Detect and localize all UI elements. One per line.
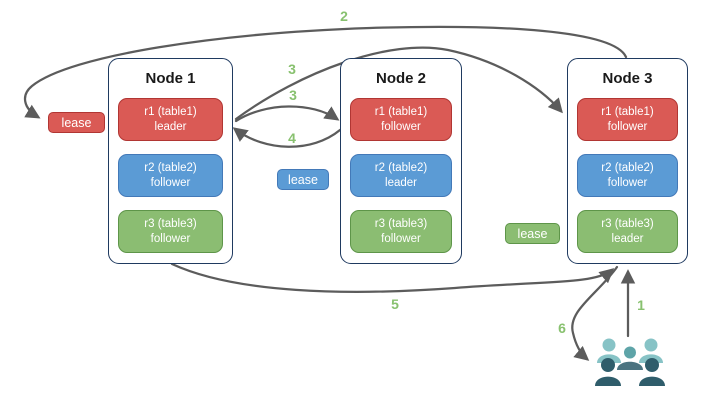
arrow-5-node1-to-node3 bbox=[170, 262, 615, 293]
node-2-replica-r2: r2 (table2) leader bbox=[350, 154, 452, 197]
arrow-3-leader-to-node2-follower bbox=[234, 105, 340, 123]
node-1-replica-r3: r3 (table3) follower bbox=[118, 210, 223, 253]
node-1-title: Node 1 bbox=[145, 70, 196, 87]
lease-tag-table2: lease bbox=[277, 169, 329, 190]
replica-name: r3 (table3) bbox=[144, 217, 197, 230]
replica-role: leader bbox=[154, 120, 187, 133]
replica-name: r2 (table2) bbox=[374, 161, 428, 174]
replica-role: follower bbox=[607, 176, 648, 189]
step-label-1: 1 bbox=[637, 297, 645, 313]
replica-role: follower bbox=[381, 232, 421, 245]
replica-name: r1 (table1) bbox=[601, 105, 654, 118]
node-1: Node 1 r1 (table1) leader r2 (table2) fo… bbox=[108, 58, 233, 264]
replica-role: leader bbox=[611, 232, 644, 245]
node-3-replica-r2: r2 (table2) follower bbox=[577, 154, 678, 197]
node-2: Node 2 r1 (table1) follower r2 (table2) … bbox=[340, 58, 462, 264]
users-icon bbox=[595, 338, 665, 386]
replica-name: r3 (table3) bbox=[374, 217, 428, 230]
replica-name: r2 (table2) bbox=[601, 161, 654, 174]
replica-name: r2 (table2) bbox=[144, 161, 197, 174]
node-2-replica-r3: r3 (table3) follower bbox=[350, 210, 452, 253]
step-label-3b: 3 bbox=[289, 87, 297, 103]
node-2-replicas: r1 (table1) follower r2 (table2) leader … bbox=[341, 98, 461, 253]
lease-tag-table1: lease bbox=[48, 112, 105, 133]
step-label-5: 5 bbox=[391, 296, 399, 312]
replica-name: r1 (table1) bbox=[144, 105, 197, 118]
node-1-replica-r2: r2 (table2) follower bbox=[118, 154, 223, 197]
replica-role: leader bbox=[385, 176, 417, 189]
node-3-replicas: r1 (table1) follower r2 (table2) followe… bbox=[568, 98, 687, 253]
node-2-title: Node 2 bbox=[375, 70, 426, 87]
step-label-2: 2 bbox=[340, 8, 348, 24]
lease-tag-table3: lease bbox=[505, 223, 560, 244]
node-3-replica-r1: r1 (table1) follower bbox=[577, 98, 678, 141]
node-1-replicas: r1 (table1) leader r2 (table2) follower … bbox=[109, 98, 232, 253]
replica-role: follower bbox=[150, 232, 191, 245]
step-label-3a: 3 bbox=[288, 61, 296, 77]
replica-name: r3 (table3) bbox=[601, 217, 654, 230]
node-2-replica-r1: r1 (table1) follower bbox=[350, 98, 452, 141]
step-label-6: 6 bbox=[558, 320, 566, 336]
replica-role: follower bbox=[607, 120, 648, 133]
node-3-replica-r3: r3 (table3) leader bbox=[577, 210, 678, 253]
node-3-title: Node 3 bbox=[602, 70, 653, 87]
replica-role: follower bbox=[150, 176, 191, 189]
replica-name: r1 (table1) bbox=[374, 105, 428, 118]
replica-role: follower bbox=[381, 120, 421, 133]
node-1-replica-r1: r1 (table1) leader bbox=[118, 98, 223, 141]
step-label-4: 4 bbox=[288, 130, 296, 146]
node-3: Node 3 r1 (table1) follower r2 (table2) … bbox=[567, 58, 688, 264]
